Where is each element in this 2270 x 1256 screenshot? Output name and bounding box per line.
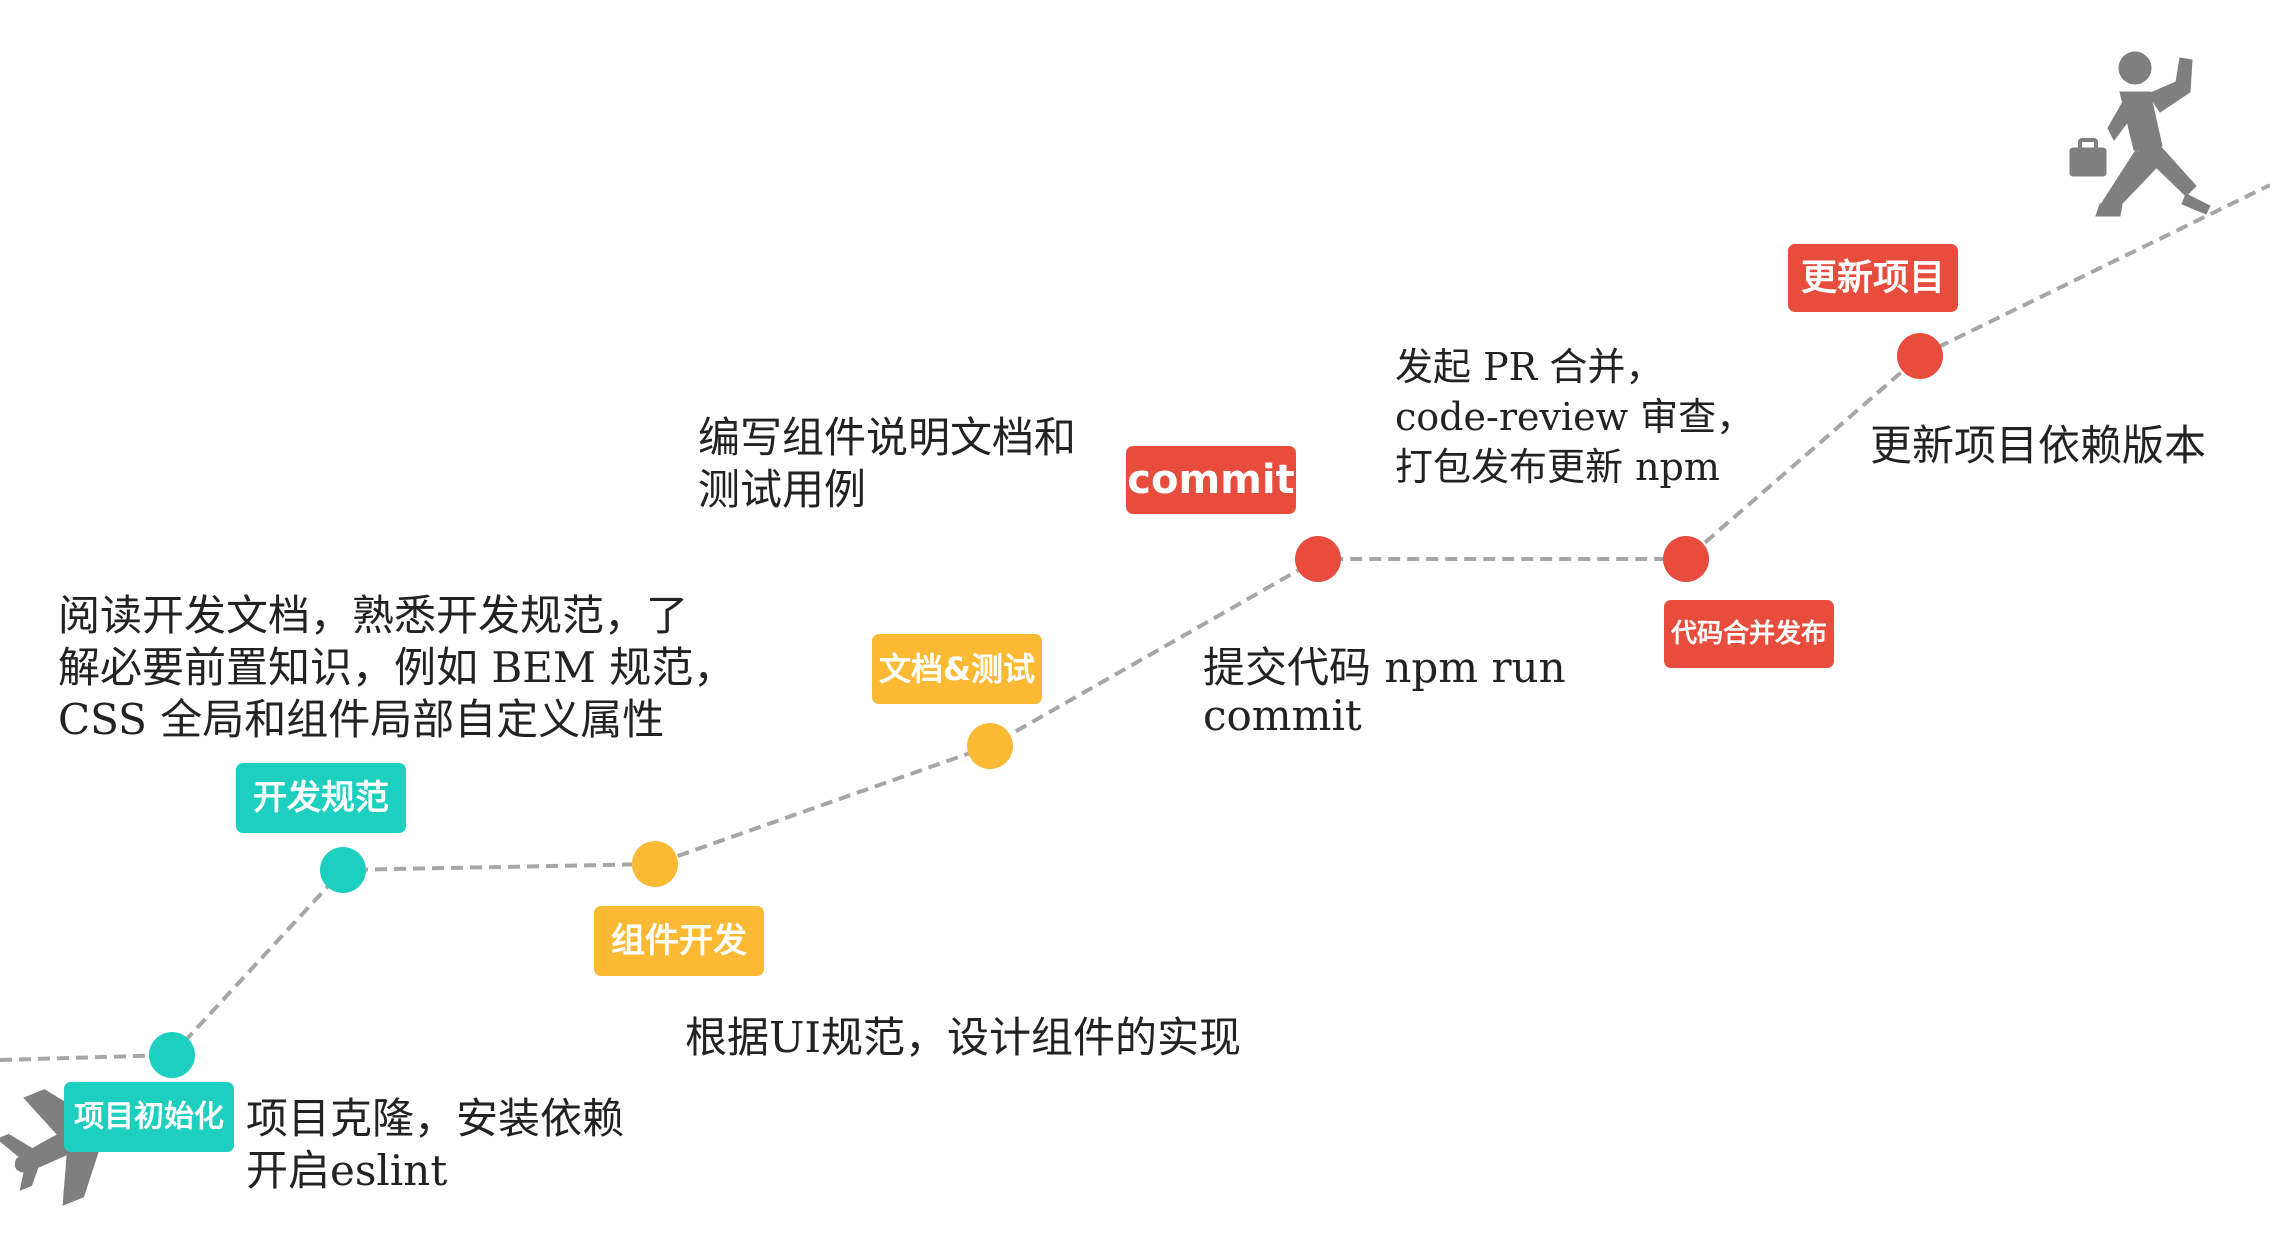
step-tag-box [1788, 244, 1958, 312]
step-description-line: 阅读开发文档，熟悉开发规范，了 [58, 591, 688, 640]
runner-with-briefcase-icon [2069, 51, 2211, 217]
step-tag-box [1664, 600, 1834, 668]
step-tag-label: 文档&测试 [879, 650, 1035, 688]
step-description-line: 打包发布更新 npm [1395, 445, 1720, 489]
timeline-node-commit [1295, 536, 1341, 582]
step-description-line: code-review 审查， [1395, 395, 1754, 439]
timeline-node-standard [320, 847, 366, 893]
timeline-nodes [149, 333, 1943, 1078]
step-description-line: 开启eslint [246, 1146, 447, 1195]
step-tag-commit: commit [1126, 446, 1296, 514]
step-description-line: 根据UI规范，设计组件的实现 [685, 1013, 1241, 1062]
step-tag-merge: 代码合并发布 [1664, 600, 1834, 668]
step-description-update: 更新项目依赖版本 [1870, 421, 2206, 470]
step-tag-box [1126, 446, 1296, 514]
step-tag-update: 更新项目 [1788, 244, 1958, 312]
step-tag-standard: 开发规范 [236, 763, 406, 833]
step-tag-label: 代码合并发布 [1670, 618, 1827, 649]
timeline-node-init [149, 1032, 195, 1078]
timeline-node-component [632, 841, 678, 887]
step-description-line: 发起 PR 合并， [1395, 345, 1663, 389]
step-tag-docs: 文档&测试 [872, 634, 1042, 704]
step-tag-component: 组件开发 [594, 906, 764, 976]
step-description-line: 更新项目依赖版本 [1870, 421, 2206, 470]
step-tag-init: 项目初始化 [64, 1082, 234, 1152]
step-description-line: CSS 全局和组件局部自定义属性 [58, 695, 664, 744]
step-description-component: 根据UI规范，设计组件的实现 [685, 1013, 1241, 1062]
step-tag-label: 组件开发 [611, 921, 747, 961]
step-description-merge: 发起 PR 合并， code-review 审查， 打包发布更新 npm [1395, 345, 1754, 489]
step-description-line: commit [1203, 691, 1362, 740]
step-description-line: 测试用例 [698, 465, 866, 514]
step-tag-label: 更新项目 [1801, 258, 1945, 299]
step-tag-label: 开发规范 [253, 778, 389, 818]
step-tag-box [594, 906, 764, 976]
step-tag-box [872, 634, 1042, 704]
step-tag-box [64, 1082, 234, 1152]
step-description-line: 编写组件说明文档和 [698, 413, 1076, 462]
step-description-line: 提交代码 npm run [1203, 643, 1566, 692]
step-description-line: 项目克隆，安装依赖 [246, 1094, 624, 1143]
timeline-node-docs [967, 723, 1013, 769]
step-tag-label: commit [1127, 457, 1294, 503]
step-description-line: 解必要前置知识，例如 BEM 规范， [58, 643, 735, 692]
step-tag-label: 项目初始化 [74, 1100, 224, 1135]
timeline-node-merge [1663, 536, 1709, 582]
timeline-node-update [1897, 333, 1943, 379]
step-tag-box [236, 763, 406, 833]
